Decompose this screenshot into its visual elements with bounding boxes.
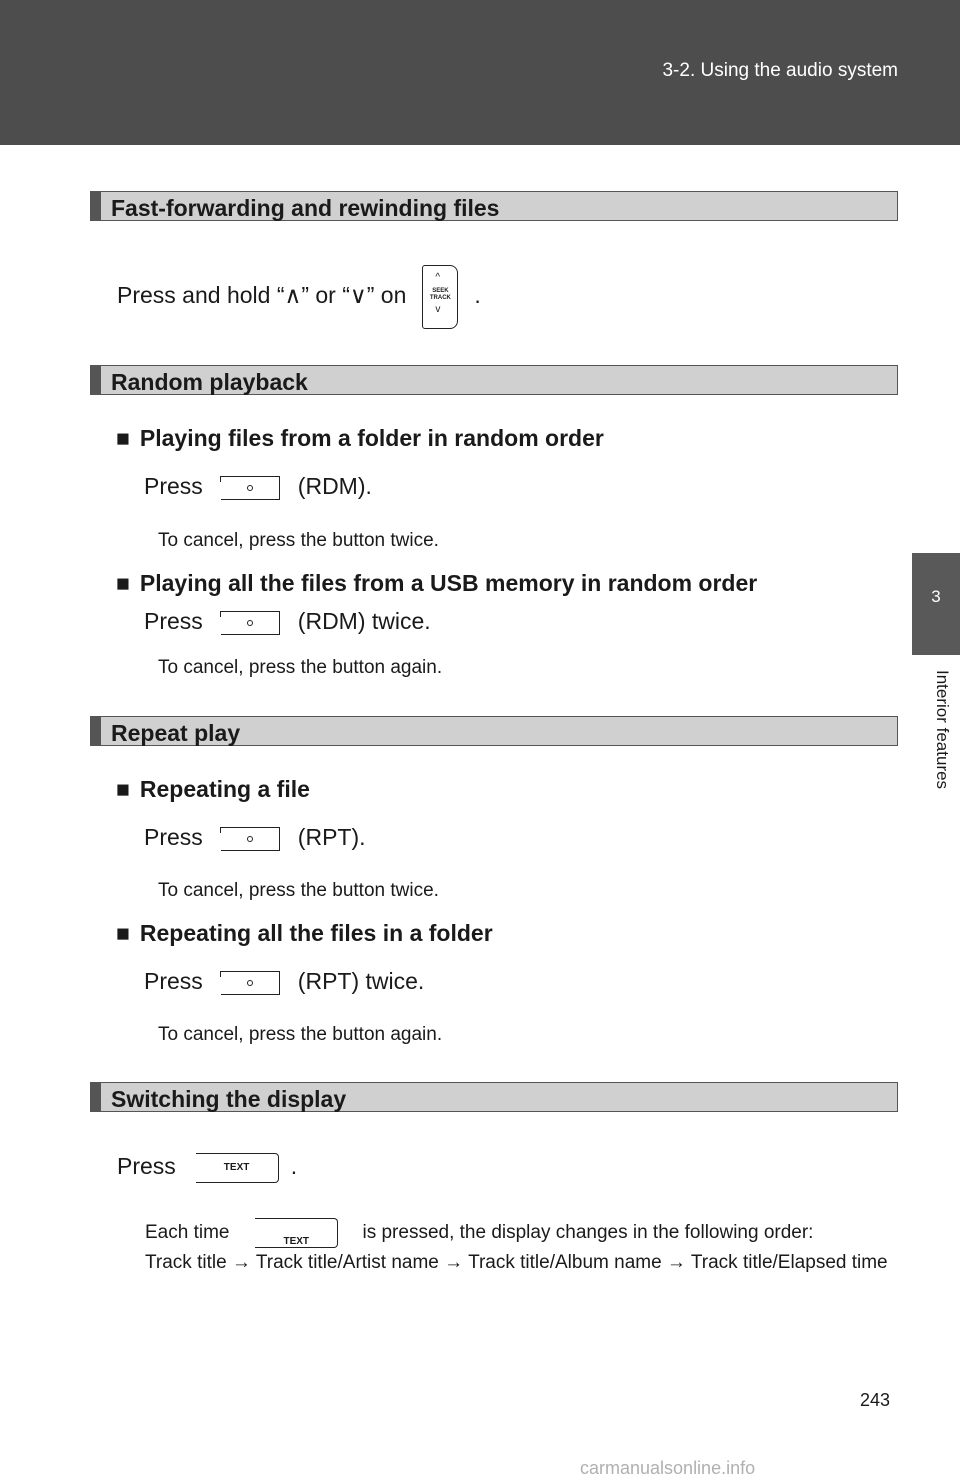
rpt-button-icon xyxy=(219,970,280,995)
square-bullet-icon: ■ xyxy=(116,920,130,946)
text-button-label: TEXT xyxy=(283,1236,310,1247)
text-button-label: TEXT xyxy=(223,1162,250,1173)
repeat-note-2: To cancel, press the button again. xyxy=(158,1024,443,1045)
repeat-sub-heading-2: ■ Repeating all the files in a folder xyxy=(116,920,493,947)
chapter-label: Interior features xyxy=(933,670,952,790)
text: Playing all the files from a USB memory … xyxy=(139,570,758,596)
section-title: 3-2. Using the audio system xyxy=(662,60,898,81)
repeat-note-1: To cancel, press the button twice. xyxy=(158,880,439,901)
text: Track title → Track title/Artist name → … xyxy=(145,1252,888,1274)
random-sub-heading-2: ■ Playing all the files from a USB memory… xyxy=(116,570,757,597)
repeat-sub-heading-1: ■ Repeating a file xyxy=(116,776,310,803)
text: Each time xyxy=(145,1222,230,1244)
text: Press and hold “ xyxy=(117,282,285,309)
text: (RDM) twice. xyxy=(297,608,431,634)
header-bar: 3-2. Using the audio system xyxy=(0,0,960,145)
text: is pressed, the display changes in the f… xyxy=(362,1222,814,1244)
section-heading-random: Random playback xyxy=(90,365,898,395)
text-button-icon: TEXT xyxy=(255,1218,339,1248)
text: . xyxy=(474,282,481,309)
up-arrow-symbol: ∧ xyxy=(284,282,302,309)
section-heading-display: Switching the display xyxy=(90,1082,898,1112)
text: (RPT) twice. xyxy=(297,968,425,994)
chapter-number: 3 xyxy=(931,587,941,606)
label: TRACK xyxy=(429,295,451,301)
text: Repeating a file xyxy=(139,776,310,802)
text: . xyxy=(290,1153,298,1180)
section-heading-repeat: Repeat play xyxy=(90,716,898,746)
random-note-2: To cancel, press the button again. xyxy=(158,657,443,678)
rdm-button-icon xyxy=(219,610,280,635)
random-instruction-1: Press (RDM). xyxy=(144,473,372,500)
text: Press xyxy=(144,824,203,850)
text: (RPT). xyxy=(297,824,366,850)
text: Press xyxy=(144,608,203,634)
repeat-instruction-2: Press (RPT) twice. xyxy=(144,968,424,995)
up-chevron-icon: ^ xyxy=(435,272,441,283)
random-instruction-2: Press (RDM) twice. xyxy=(144,608,431,635)
label: SEEK xyxy=(432,288,449,294)
heading-text: Repeat play xyxy=(111,720,241,746)
heading-text: Switching the display xyxy=(111,1086,347,1112)
square-bullet-icon: ■ xyxy=(116,425,130,451)
square-bullet-icon: ■ xyxy=(116,570,130,596)
text: Press xyxy=(144,473,203,499)
rpt-button-icon xyxy=(219,826,280,851)
text: Press xyxy=(117,1153,176,1180)
rdm-button-icon xyxy=(219,475,280,500)
heading-text: Random playback xyxy=(111,369,308,395)
chapter-tab: 3 xyxy=(912,553,960,655)
text: (RDM). xyxy=(297,473,372,499)
random-note-1: To cancel, press the button twice. xyxy=(158,530,439,551)
text: ” on xyxy=(366,282,407,309)
text: Repeating all the files in a folder xyxy=(139,920,493,946)
heading-text: Fast-forwarding and rewinding files xyxy=(111,195,500,221)
display-instruction: Press TEXT. xyxy=(117,1153,297,1183)
down-chevron-icon: v xyxy=(435,304,441,315)
random-sub-heading-1: ■ Playing files from a folder in random o… xyxy=(116,425,604,452)
square-bullet-icon: ■ xyxy=(116,776,130,802)
text: Playing files from a folder in random or… xyxy=(139,425,604,451)
text: ” or “ xyxy=(301,282,350,309)
section-heading-fast-forward: Fast-forwarding and rewinding files xyxy=(90,191,898,221)
repeat-instruction-1: Press (RPT). xyxy=(144,824,366,851)
down-arrow-symbol: ∨ xyxy=(349,282,367,309)
page-number: 243 xyxy=(860,1390,891,1410)
watermark: carmanualsonline.info xyxy=(580,1458,756,1478)
text-button-icon: TEXT xyxy=(195,1153,279,1183)
text: Press xyxy=(144,968,203,994)
